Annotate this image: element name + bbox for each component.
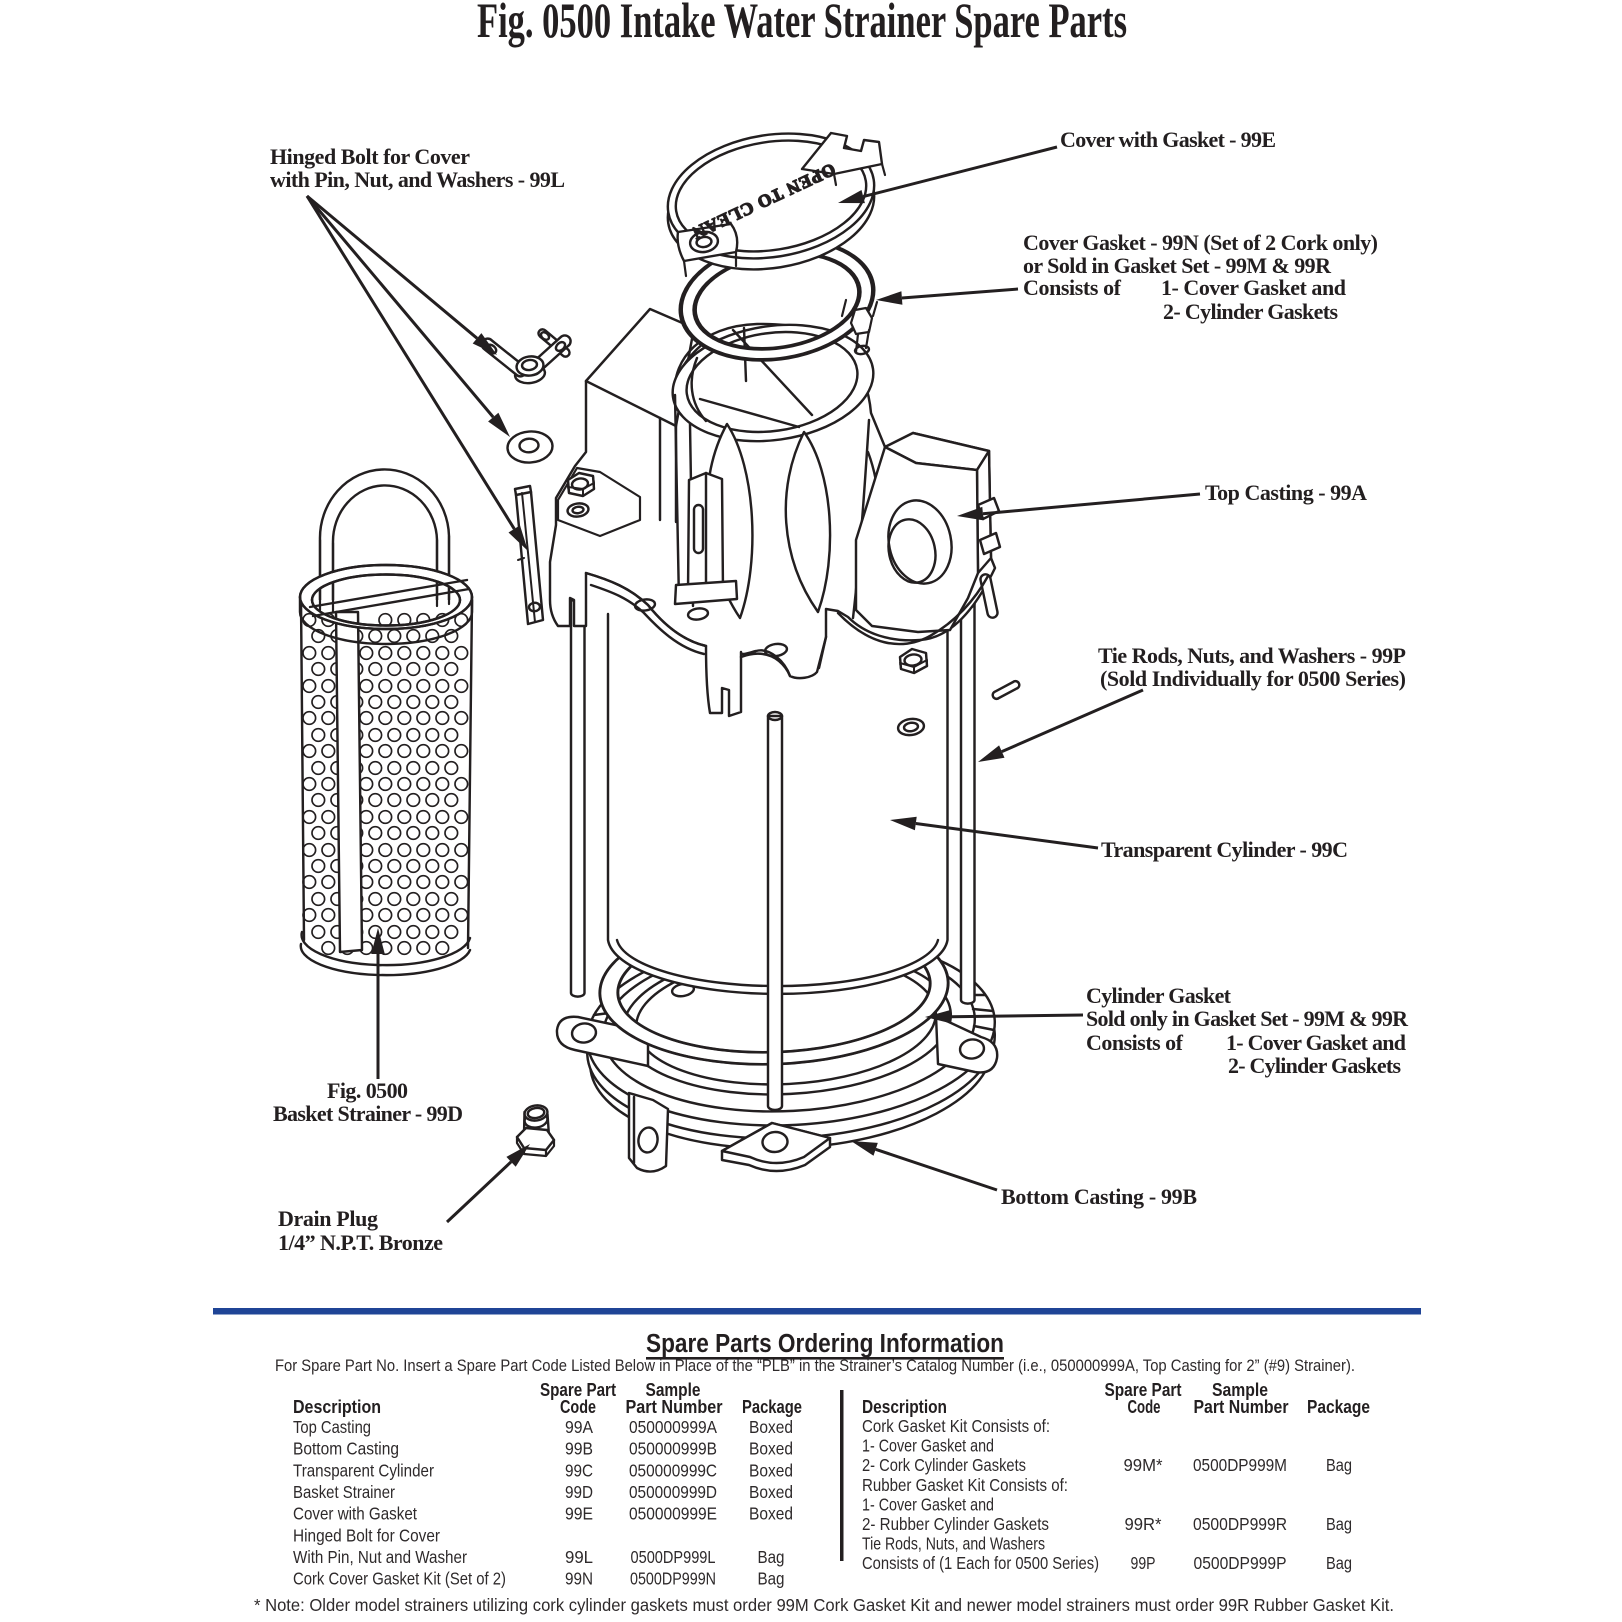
svg-text:Drain Plug: Drain Plug: [278, 1206, 378, 1231]
svg-text:Boxed: Boxed: [749, 1482, 793, 1502]
svg-text:1- Cover Gasket and: 1- Cover Gasket and: [1226, 1030, 1406, 1055]
svg-text:Tie Rods, Nuts, and Washers: Tie Rods, Nuts, and Washers: [862, 1534, 1045, 1554]
svg-text:050000999C: 050000999C: [629, 1460, 717, 1480]
svg-text:99R*: 99R*: [1125, 1514, 1162, 1534]
svg-text:Top Casting: Top Casting: [293, 1417, 371, 1437]
svg-text:Bag: Bag: [758, 1547, 785, 1567]
svg-text:1/4” N.P.T. Bronze: 1/4” N.P.T. Bronze: [278, 1230, 443, 1255]
svg-text:99M*: 99M*: [1124, 1455, 1163, 1475]
svg-text:Cover with Gasket - 99E: Cover with Gasket - 99E: [1060, 127, 1276, 152]
svg-text:99B: 99B: [565, 1439, 593, 1459]
svg-text:Cover Gasket - 99N (Set of 2 C: Cover Gasket - 99N (Set of 2 Cork only): [1023, 230, 1378, 255]
svg-text:Hinged Bolt for Cover: Hinged Bolt for Cover: [293, 1525, 440, 1545]
svg-text:1- Cover Gasket and: 1- Cover Gasket and: [862, 1436, 994, 1456]
svg-text:Basket Strainer: Basket Strainer: [293, 1482, 395, 1502]
svg-text:Fig. 0500 Intake Water Strain: Fig. 0500 Intake Water Strainer Spare Pa…: [477, 0, 1127, 48]
svg-text:Consists of: Consists of: [1086, 1030, 1184, 1055]
svg-text:Bag: Bag: [758, 1569, 785, 1589]
svg-text:Fig. 0500: Fig. 0500: [327, 1078, 408, 1103]
svg-text:99P: 99P: [1131, 1553, 1156, 1573]
svg-text:Bottom Casting: Bottom Casting: [293, 1439, 399, 1459]
svg-text:(Sold Individually for 0500 Se: (Sold Individually for 0500 Series): [1100, 666, 1406, 691]
svg-text:050000999D: 050000999D: [629, 1482, 717, 1502]
svg-text:Bottom Casting - 99B: Bottom Casting - 99B: [1001, 1184, 1197, 1209]
svg-text:99C: 99C: [565, 1460, 593, 1480]
svg-text:For Spare Part No. Insert a Sp: For Spare Part No. Insert a Spare Part C…: [275, 1356, 1355, 1375]
svg-text:Basket Strainer - 99D: Basket Strainer - 99D: [273, 1101, 463, 1126]
svg-text:Consists of: Consists of: [1023, 275, 1122, 300]
svg-text:Tie Rods, Nuts, and Washers -: Tie Rods, Nuts, and Washers - 99P: [1098, 643, 1406, 668]
svg-text:050000999E: 050000999E: [629, 1504, 717, 1524]
svg-text:Sample: Sample: [1212, 1380, 1268, 1400]
svg-text:0500DP999L: 0500DP999L: [631, 1547, 716, 1567]
svg-text:Top Casting - 99A: Top Casting - 99A: [1205, 480, 1367, 505]
svg-text:Spare Part: Spare Part: [1105, 1380, 1182, 1400]
svg-text:2- Cylinder Gaskets: 2- Cylinder Gaskets: [1163, 299, 1338, 324]
svg-text:Boxed: Boxed: [749, 1504, 793, 1524]
svg-text:2- Cylinder Gaskets: 2- Cylinder Gaskets: [1228, 1053, 1401, 1078]
svg-text:99N: 99N: [565, 1569, 593, 1589]
svg-text:With Pin, Nut and Washer: With Pin, Nut and Washer: [293, 1547, 467, 1567]
svg-text:99A: 99A: [565, 1417, 593, 1437]
svg-text:0500DP999N: 0500DP999N: [630, 1569, 716, 1589]
svg-text:Boxed: Boxed: [749, 1417, 793, 1437]
svg-text:0500DP999M: 0500DP999M: [1193, 1455, 1287, 1475]
svg-text:Sample: Sample: [646, 1380, 701, 1400]
svg-text:Part Number: Part Number: [1194, 1397, 1289, 1417]
svg-text:Cylinder Gasket: Cylinder Gasket: [1086, 983, 1232, 1008]
svg-text:Hinged Bolt for Cover: Hinged Bolt for Cover: [270, 144, 470, 169]
svg-text:1- Cover Gasket and: 1- Cover Gasket and: [1161, 275, 1346, 300]
svg-text:99L: 99L: [565, 1547, 593, 1567]
svg-text:Part Number: Part Number: [626, 1397, 723, 1417]
svg-text:Spare Parts Ordering Informati: Spare Parts Ordering Information: [646, 1330, 1004, 1358]
svg-text:99E: 99E: [565, 1504, 593, 1524]
svg-text:Sold only in Gasket Set - 99M: Sold only in Gasket Set - 99M & 99R: [1086, 1006, 1409, 1031]
svg-text:99D: 99D: [565, 1482, 593, 1502]
svg-text:Cork Gasket Kit Consists of:: Cork Gasket Kit Consists of:: [862, 1416, 1050, 1436]
svg-text:Bag: Bag: [1326, 1455, 1352, 1475]
svg-text:Rubber Gasket Kit Consists of:: Rubber Gasket Kit Consists of:: [862, 1475, 1068, 1495]
svg-text:Package: Package: [742, 1397, 802, 1417]
svg-text:or Sold in Gasket Set - 99M &: or Sold in Gasket Set - 99M & 99R: [1023, 253, 1332, 278]
svg-text:Boxed: Boxed: [749, 1460, 793, 1480]
svg-text:050000999B: 050000999B: [629, 1439, 717, 1459]
svg-text:Spare Part: Spare Part: [540, 1380, 616, 1400]
svg-text:Transparent Cylinder: Transparent Cylinder: [293, 1460, 434, 1480]
svg-text:050000999A: 050000999A: [629, 1417, 717, 1437]
svg-text:0500DP999P: 0500DP999P: [1194, 1553, 1287, 1573]
svg-text:Bag: Bag: [1326, 1514, 1352, 1534]
svg-text:Consists of (1 Each for 0500 S: Consists of (1 Each for 0500 Series): [862, 1553, 1099, 1573]
svg-text:Package: Package: [1307, 1397, 1370, 1417]
svg-text:Description: Description: [862, 1397, 947, 1417]
svg-text:Bag: Bag: [1326, 1553, 1352, 1573]
svg-text:2- Rubber Cylinder Gaskets: 2- Rubber Cylinder Gaskets: [862, 1514, 1049, 1534]
svg-text:Boxed: Boxed: [749, 1439, 793, 1459]
svg-text:Cork Cover Gasket Kit (Set of: Cork Cover Gasket Kit (Set of 2): [293, 1569, 506, 1589]
svg-text:1- Cover Gasket and: 1- Cover Gasket and: [862, 1494, 994, 1514]
svg-text:Code: Code: [1128, 1397, 1161, 1417]
svg-text:Transparent Cylinder - 99C: Transparent Cylinder - 99C: [1101, 837, 1348, 862]
svg-text:2- Cork Cylinder Gaskets: 2- Cork Cylinder Gaskets: [862, 1455, 1026, 1475]
svg-text:Code: Code: [560, 1397, 596, 1417]
svg-text:with Pin, Nut, and Washers - 9: with Pin, Nut, and Washers - 99L: [270, 167, 565, 192]
svg-text:0500DP999R: 0500DP999R: [1193, 1514, 1287, 1534]
svg-text:* Note: Older model strainers: * Note: Older model strainers utilizing …: [254, 1595, 1394, 1615]
svg-text:Cover with Gasket: Cover with Gasket: [293, 1504, 417, 1524]
svg-text:Description: Description: [293, 1397, 381, 1417]
